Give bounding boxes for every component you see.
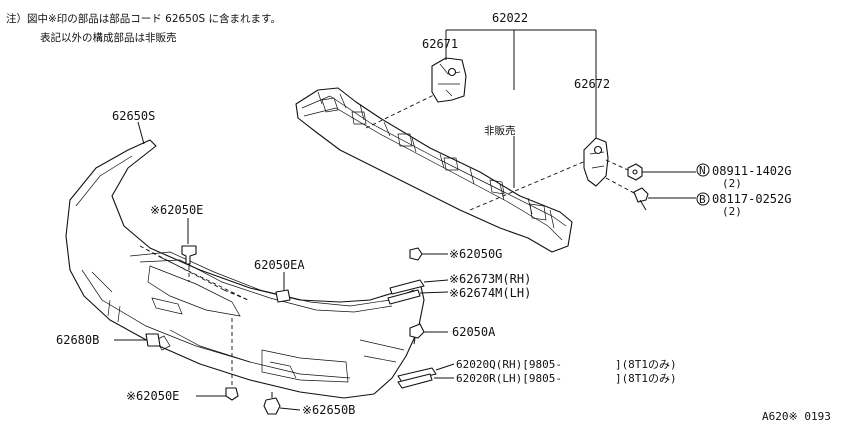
leader-62020 xyxy=(434,363,455,379)
n-mark-circle xyxy=(696,163,710,177)
bracket-62680b xyxy=(145,333,161,347)
clip-62050g xyxy=(409,247,423,261)
label-62672: 62672 xyxy=(574,77,610,91)
label-62050e-bottom: ※62050E xyxy=(126,389,179,403)
label-62020q: 62020Q(RH)[9805- ](8T1のみ) xyxy=(456,358,677,371)
label-n-qty: (2) xyxy=(722,177,742,190)
label-b-part: 08117-0252G xyxy=(712,192,791,206)
clip-62050ea xyxy=(275,289,291,303)
reinforcement-beam xyxy=(295,87,573,253)
leader-62650s xyxy=(137,121,145,145)
seal-62673m xyxy=(389,279,425,295)
leader-62673m-62674m xyxy=(419,279,449,294)
label-62050g: ※62050G xyxy=(449,247,502,261)
left-bracket-62671 xyxy=(431,57,467,103)
label-62674m: ※62674M(LH) xyxy=(449,286,531,300)
label-62050ea: 62050EA xyxy=(254,258,305,272)
label-n-part: 08911-1402G xyxy=(712,164,791,178)
leader-62022 xyxy=(445,29,597,138)
leader-62650b xyxy=(279,407,301,411)
note-line-2: 表記以外の構成部品は非販売 xyxy=(40,31,177,44)
guide-dash-beam-bracket xyxy=(469,159,589,211)
label-hihanbai: 非販売 xyxy=(484,124,516,137)
label-62671: 62671 xyxy=(422,37,458,51)
label-62650b: ※62650B xyxy=(302,403,355,417)
label-62020r: 62020R(LH)[9805- ](8T1のみ) xyxy=(456,372,677,385)
nut-08911 xyxy=(627,163,643,181)
bumper-fascia xyxy=(65,139,425,399)
note-line-1: 注）図中※印の部品は部品コード 62650S に含まれます。 xyxy=(6,12,281,25)
clip-62050a xyxy=(409,323,425,345)
label-62673m: ※62673M(RH) xyxy=(449,272,531,286)
diagram-code: A620※ 0193 xyxy=(762,410,831,423)
label-62650s: 62650S xyxy=(112,109,155,123)
right-bracket-62672 xyxy=(583,137,609,187)
guide-dash-nut xyxy=(605,159,629,171)
n-mark: N xyxy=(699,164,706,177)
clip-62050e-bottom xyxy=(225,387,239,401)
guide-dash-grille xyxy=(139,245,249,301)
bolt-08117 xyxy=(633,187,649,211)
b-mark-circle xyxy=(696,192,710,206)
clip-62050e-top xyxy=(181,245,197,265)
grommet-62650b xyxy=(263,392,281,415)
molding-62020 xyxy=(397,367,437,389)
b-mark: B xyxy=(699,193,706,206)
label-b-qty: (2) xyxy=(722,205,742,218)
guide-dash-bolt xyxy=(605,177,637,195)
label-62050a: 62050A xyxy=(452,325,496,339)
label-62022: 62022 xyxy=(492,11,528,25)
label-62050e-top: ※62050E xyxy=(150,203,203,217)
label-62680b: 62680B xyxy=(56,333,99,347)
seal-62674m xyxy=(387,289,421,305)
